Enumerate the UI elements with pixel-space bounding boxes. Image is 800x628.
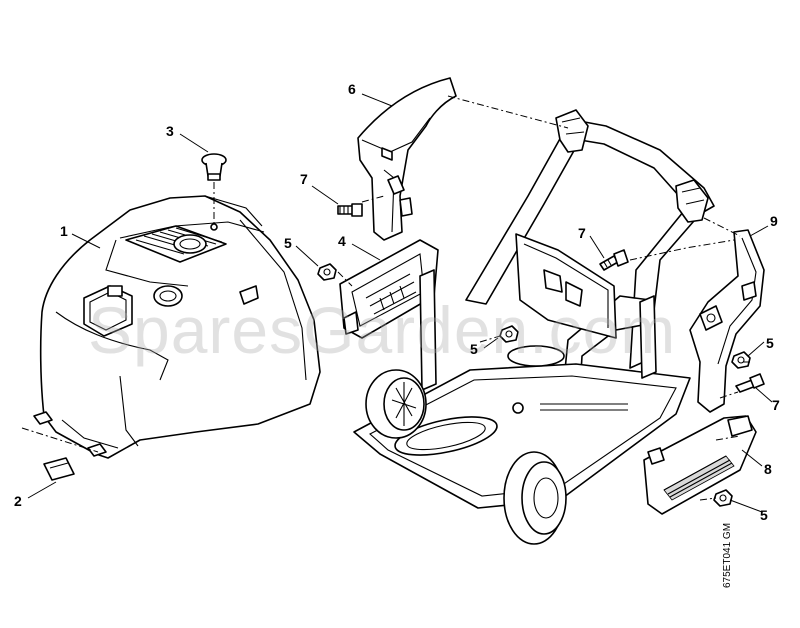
assembly-lines	[337, 95, 750, 501]
part-7-screw-right	[735, 373, 765, 393]
part-7-screw-mid	[599, 249, 629, 271]
wheel-left	[365, 369, 427, 439]
part-5-nut-a	[317, 263, 337, 281]
callout-5-right-upper: 5	[766, 335, 774, 351]
part-1-hood	[33, 195, 321, 459]
part-5-nut-c	[731, 351, 751, 369]
callout-5-center: 5	[470, 341, 478, 357]
callout-7-center: 7	[578, 225, 586, 241]
part-6-left-bracket	[357, 77, 457, 241]
callout-7-right: 7	[772, 397, 780, 413]
part-3-grommet	[201, 153, 227, 226]
part-2-clip	[21, 427, 99, 481]
part-5-nut-d	[713, 489, 733, 507]
leader-lines	[27, 93, 773, 513]
main-frame	[353, 109, 715, 509]
callout-4: 4	[338, 233, 346, 249]
wheel-right	[503, 451, 567, 545]
callout-9: 9	[770, 213, 778, 229]
watermark-text: SparesGarden.com	[88, 293, 677, 367]
callout-1: 1	[60, 223, 68, 239]
drawing-code: 675ET041 GM	[722, 522, 733, 588]
part-7-screw-left	[337, 203, 363, 217]
callout-3: 3	[166, 123, 174, 139]
part-9-right-bracket	[689, 229, 765, 413]
callout-7-left: 7	[300, 171, 308, 187]
callout-2: 2	[14, 493, 22, 509]
callout-8: 8	[764, 461, 772, 477]
callout-5-left: 5	[284, 235, 292, 251]
callout-5-right-lower: 5	[760, 507, 768, 523]
callout-6: 6	[348, 81, 356, 97]
part-8-cover	[643, 415, 757, 515]
